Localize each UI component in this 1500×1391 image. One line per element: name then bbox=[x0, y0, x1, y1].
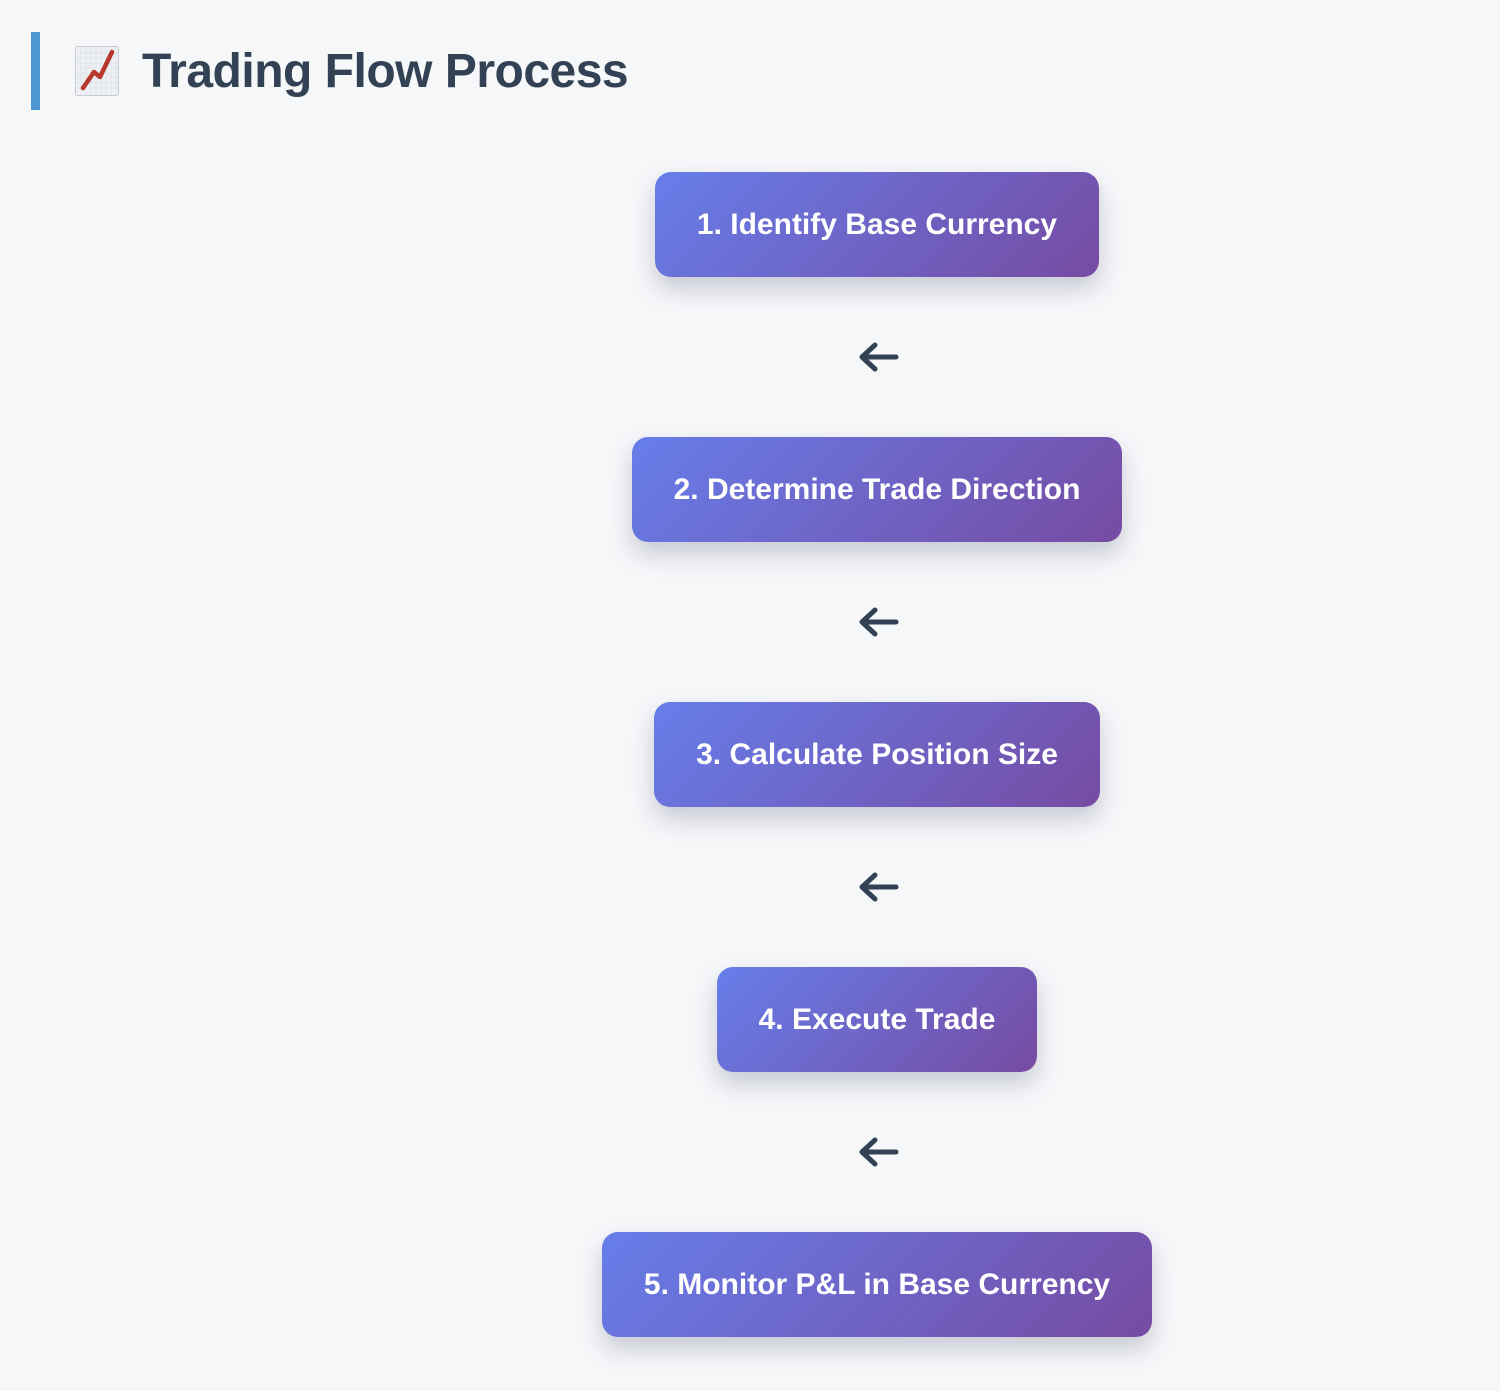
heading-accent-bar bbox=[31, 32, 40, 110]
flow-step-2: 2. Determine Trade Direction bbox=[631, 437, 1123, 542]
chart-increasing-icon bbox=[75, 46, 119, 96]
connector-row bbox=[854, 542, 900, 702]
page-header: Trading Flow Process bbox=[31, 32, 1500, 110]
arrow-left-icon bbox=[859, 872, 899, 902]
connector-row bbox=[854, 1072, 900, 1232]
page-title: Trading Flow Process bbox=[142, 44, 629, 98]
arrow-left-icon bbox=[859, 1137, 899, 1167]
flow-step-3: 3. Calculate Position Size bbox=[654, 702, 1100, 807]
trading-flowchart: 1. Identify Base Currency 2. Determine T… bbox=[254, 172, 1500, 1337]
arrow-left-icon bbox=[859, 607, 899, 637]
flow-step-1: 1. Identify Base Currency bbox=[654, 172, 1100, 277]
connector-row bbox=[854, 807, 900, 967]
flow-step-4: 4. Execute Trade bbox=[716, 967, 1038, 1072]
flow-step-5: 5. Monitor P&L in Base Currency bbox=[601, 1232, 1153, 1337]
connector-row bbox=[854, 277, 900, 437]
arrow-left-icon bbox=[859, 342, 899, 372]
